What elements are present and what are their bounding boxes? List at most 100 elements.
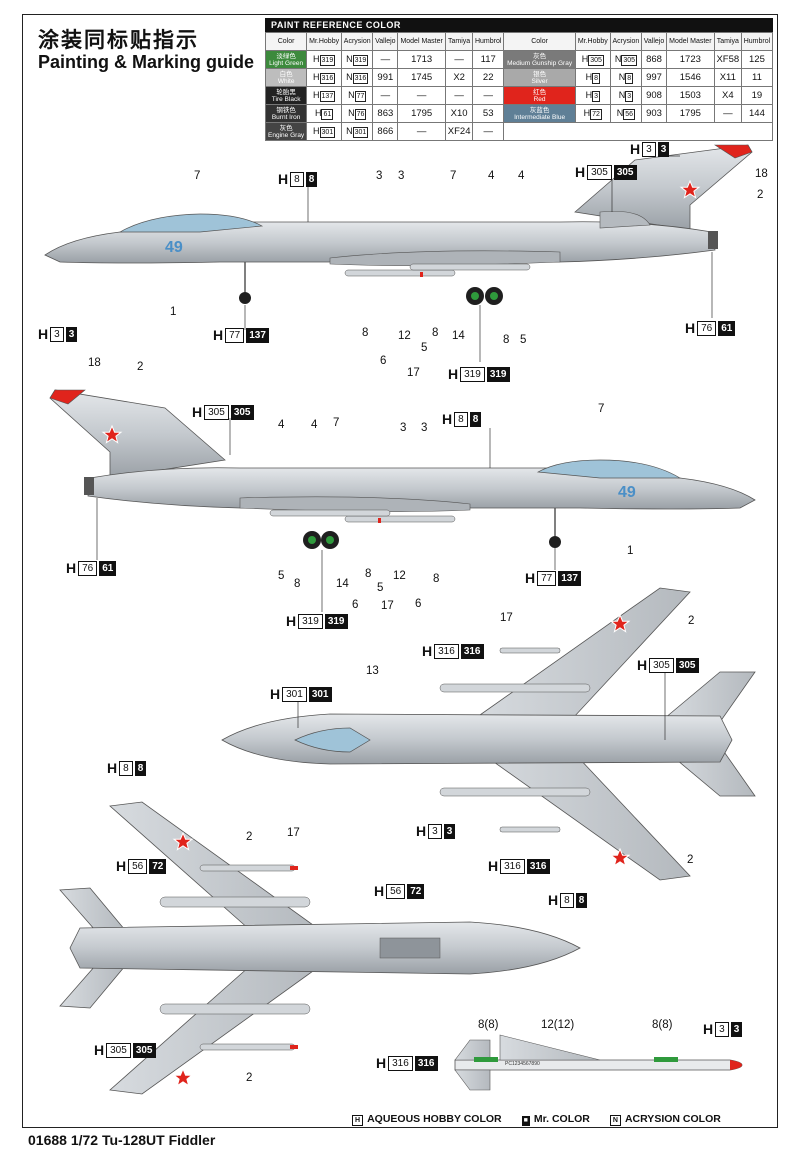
callout-aqueous-number: 8: [119, 760, 133, 776]
part-number-label: 8: [294, 578, 301, 590]
callout-mark: H: [374, 883, 385, 899]
callout-aqueous-number: 316: [434, 643, 459, 659]
part-number-label: 3: [421, 422, 428, 434]
col-acrysion: Acrysion: [609, 32, 643, 51]
legend-mark-mrcolor: ■: [521, 1116, 530, 1126]
part-number-label: 7: [598, 403, 605, 415]
plan-view-top: [221, 587, 756, 881]
callout-mrcolor-number: 316: [414, 1055, 438, 1071]
part-number-label: 14: [336, 578, 349, 590]
sheet-frame: [22, 14, 778, 1128]
tamiya-code: —: [445, 50, 474, 69]
callout-aqueous-number: 77: [225, 327, 245, 343]
callout-mrcolor-number: 301: [308, 686, 332, 702]
callout-mrcolor-number: 8: [305, 171, 318, 187]
part-number-label: 7: [194, 170, 201, 182]
callout-mrcolor-number: 72: [149, 858, 167, 874]
humbrol-code: —: [472, 122, 505, 141]
callout-mrcolor-number: 8: [575, 892, 588, 908]
part-number-label: 17: [381, 600, 394, 612]
legend-text-mrcolor: Mr. COLOR: [533, 1113, 590, 1125]
callout-mark: H: [548, 892, 559, 908]
callout-aqueous-number: 56: [386, 883, 406, 899]
missile-serial: PC1234567890: [505, 1061, 540, 1067]
callout-aqueous-number: 3: [428, 823, 442, 839]
part-number-label: 17: [407, 367, 420, 379]
part-number-label: 4: [488, 170, 495, 182]
legend-mark-aqueous: H: [352, 1115, 364, 1126]
part-number-label: 8: [433, 573, 440, 585]
col-model-master: Model Master: [665, 32, 715, 51]
callout-mrcolor-number: 319: [324, 613, 348, 629]
callout-aqueous-number: 8: [454, 411, 468, 427]
kit-title: 01688 1/72 Tu-128UT Fiddler: [28, 1132, 216, 1148]
part-number-label: 8: [432, 327, 439, 339]
part-number-label: 2: [246, 831, 253, 843]
callout-aqueous-number: 319: [460, 366, 485, 382]
col-mrhobby: Mr.Hobby: [306, 32, 342, 51]
callout-mrcolor-number: 137: [558, 570, 581, 586]
part-number-label: 12: [398, 330, 411, 342]
callout-mark: H: [192, 404, 203, 420]
col-acrysion: Acrysion: [340, 32, 374, 51]
callout-mrcolor-number: 316: [526, 858, 550, 874]
callout-mrcolor-number: 305: [613, 164, 637, 180]
callout-mrcolor-number: 72: [407, 883, 425, 899]
callout-aqueous-number: 8: [560, 892, 574, 908]
callout-aqueous-number: 305: [649, 657, 674, 673]
part-number-label: 5: [421, 342, 428, 354]
part-number-label: 5: [377, 582, 384, 594]
part-number-label: 7: [333, 417, 340, 429]
callout-aqueous-number: 76: [697, 320, 717, 336]
callout-aqueous-number: 3: [642, 141, 656, 157]
col-humbrol: Humbrol: [472, 32, 505, 51]
callout-aqueous-number: 305: [106, 1042, 131, 1058]
title-chinese: 涂装同标贴指示: [38, 28, 199, 52]
callout-mark: H: [38, 326, 49, 342]
col-tamiya: Tamiya: [713, 32, 742, 51]
callout-aqueous-number: 56: [128, 858, 148, 874]
side-view-right: 49: [49, 389, 756, 549]
part-number-label: 17: [287, 827, 300, 839]
callout-mark: H: [107, 760, 118, 776]
callout-mark: H: [448, 366, 459, 382]
col-tamiya: Tamiya: [445, 32, 474, 51]
callout-aqueous-number: 76: [78, 560, 98, 576]
part-number-label: 5: [278, 570, 285, 582]
part-number-label: 2: [687, 854, 694, 866]
part-number-label: 8: [503, 334, 510, 346]
part-number-label: 2: [688, 615, 695, 627]
part-number-label: 3: [400, 422, 407, 434]
callout-mrcolor-number: 305: [675, 657, 699, 673]
part-number-label: 4: [278, 419, 285, 431]
callout-mark: H: [416, 823, 427, 839]
callout-mrcolor-number: 3: [657, 141, 670, 157]
callout-mark: H: [286, 613, 297, 629]
paint-table-header: PAINT REFERENCE COLOR: [265, 18, 773, 32]
callout-mrcolor-number: 61: [718, 320, 736, 336]
callout-aqueous-number: 301: [282, 686, 307, 702]
part-number-label: 4: [518, 170, 525, 182]
